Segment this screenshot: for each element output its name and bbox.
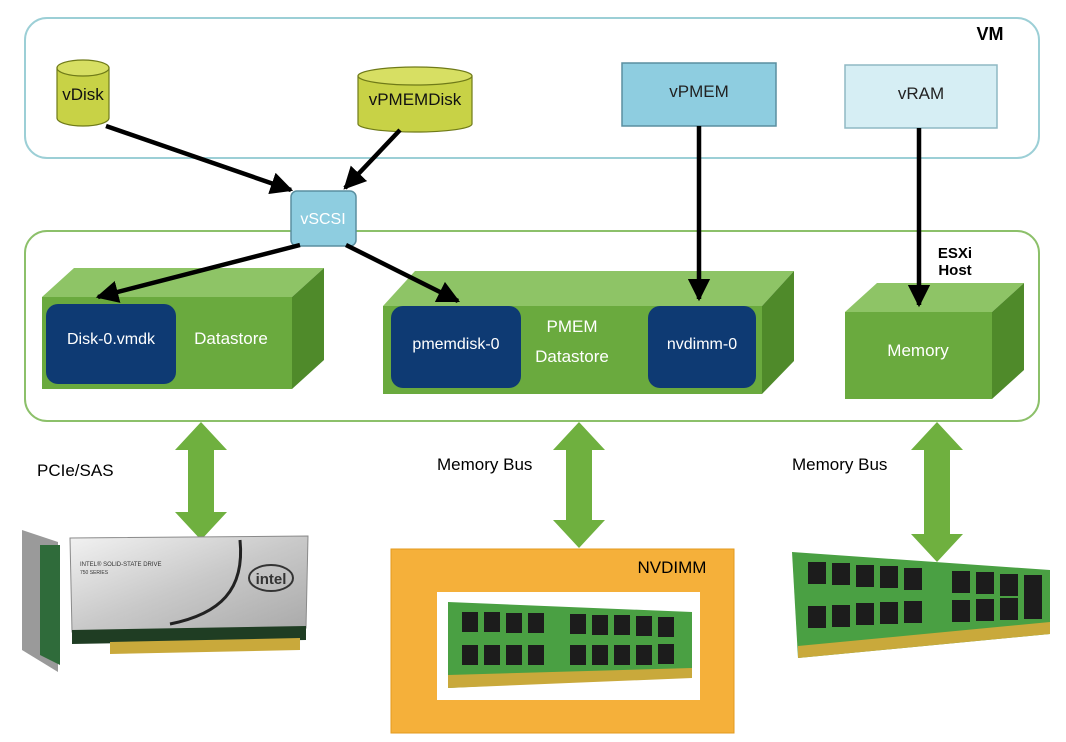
nvdimm-module [448, 602, 692, 688]
vscsi-label: vSCSI [300, 211, 345, 228]
vpmemdisk-label: vPMEMDisk [369, 90, 462, 109]
vm-frame [24, 17, 1040, 159]
connector-arrows [95, 123, 931, 308]
pcie-sas-label: PCIe/SAS [37, 461, 114, 480]
pcie-double-arrow [175, 422, 227, 540]
vdisk-label: vDisk [62, 85, 104, 104]
nvdimm-label: nvdimm-0 [667, 336, 737, 353]
nvdimm-box [648, 306, 756, 388]
datastore-label: Datastore [194, 329, 268, 348]
vram-label: vRAM [898, 84, 944, 103]
bus-arrows [175, 422, 963, 562]
host-label-line2: Host [938, 262, 971, 279]
pmem-label-line1: PMEM [547, 317, 598, 336]
intel-ssd-card: intel INTEL® SOLID-STATE DRIVE 750 SERIE… [22, 530, 309, 672]
memory-label: Memory [887, 341, 949, 360]
pmemdisk-label: pmemdisk-0 [412, 336, 499, 353]
vm-container: VM [24, 17, 1040, 159]
vmdk-box [46, 304, 176, 384]
ssd-model-line1: INTEL® SOLID-STATE DRIVE [80, 561, 162, 568]
vpmem-label: vPMEM [669, 82, 729, 101]
vpmem-box: vPMEM [621, 62, 777, 127]
memory-block: Memory [845, 283, 1024, 399]
ssd-model-line2: 750 SERIES [80, 570, 109, 576]
vdisk-cylinder: vDisk [56, 59, 110, 127]
pmem-label-line2: Datastore [535, 347, 609, 366]
vram-box: vRAM [844, 64, 998, 129]
pmemdisk-box [391, 306, 521, 388]
vpmemdisk-cylinder: vPMEMDisk [357, 66, 473, 133]
memory-bus-label-1: Memory Bus [437, 455, 532, 474]
vscsi-box: vSCSI [290, 190, 357, 247]
datastore-block: Disk-0.vmdk Datastore [42, 268, 324, 389]
vmdk-label: Disk-0.vmdk [67, 331, 156, 348]
memory-bus-double-arrow-2 [911, 422, 963, 562]
nvdimm-panel: NVDIMM [390, 548, 735, 734]
host-label-line1: ESXi [938, 245, 972, 262]
arrow-vscsi-to-pmemdisk [344, 242, 461, 304]
memory-bus-label-2: Memory Bus [792, 455, 887, 474]
arrow-vscsi-to-datastore [95, 242, 301, 303]
nvdimm-panel-label: NVDIMM [638, 558, 707, 577]
pmem-datastore-block: pmemdisk-0 PMEM Datastore nvdimm-0 [383, 271, 794, 394]
arrow-vdisk-to-vscsi [105, 123, 294, 195]
vm-label: VM [977, 24, 1004, 44]
intel-logo: intel [256, 571, 287, 588]
arrow-vpmemdisk-to-vscsi [343, 128, 402, 190]
ram-dimm [792, 552, 1050, 658]
memory-bus-double-arrow-1 [553, 422, 605, 548]
